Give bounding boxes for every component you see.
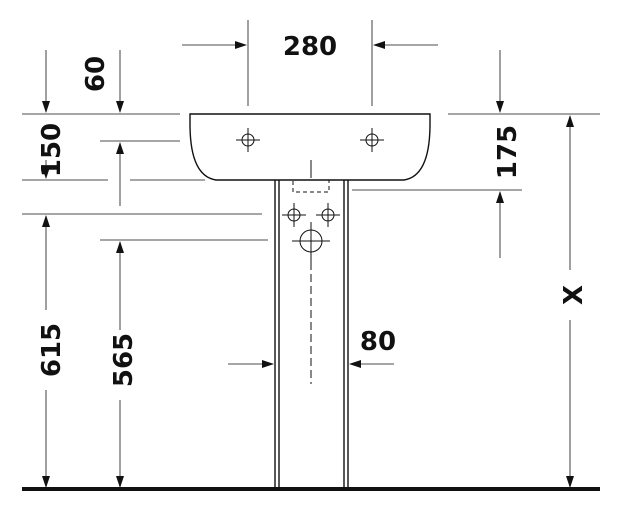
- dim-175-label: 175: [493, 125, 523, 179]
- basin-outline: [189, 113, 431, 181]
- pedestal: [274, 180, 349, 489]
- dim-150-label: 150: [37, 123, 67, 177]
- dim-565-label: 565: [109, 333, 139, 387]
- dim-280-label: 280: [283, 32, 337, 62]
- supply-fittings: [282, 203, 340, 384]
- dim-x-label: X: [559, 285, 589, 305]
- dim-60-label: 60: [81, 56, 111, 92]
- dim-615-label: 615: [37, 323, 67, 377]
- dim-80-label: 80: [360, 327, 396, 357]
- drain-box: [292, 179, 330, 193]
- extension-lines: [22, 20, 600, 241]
- dimension-arrows: [42, 41, 574, 488]
- tap-hole-right: [360, 128, 384, 152]
- tap-hole-left: [236, 128, 260, 152]
